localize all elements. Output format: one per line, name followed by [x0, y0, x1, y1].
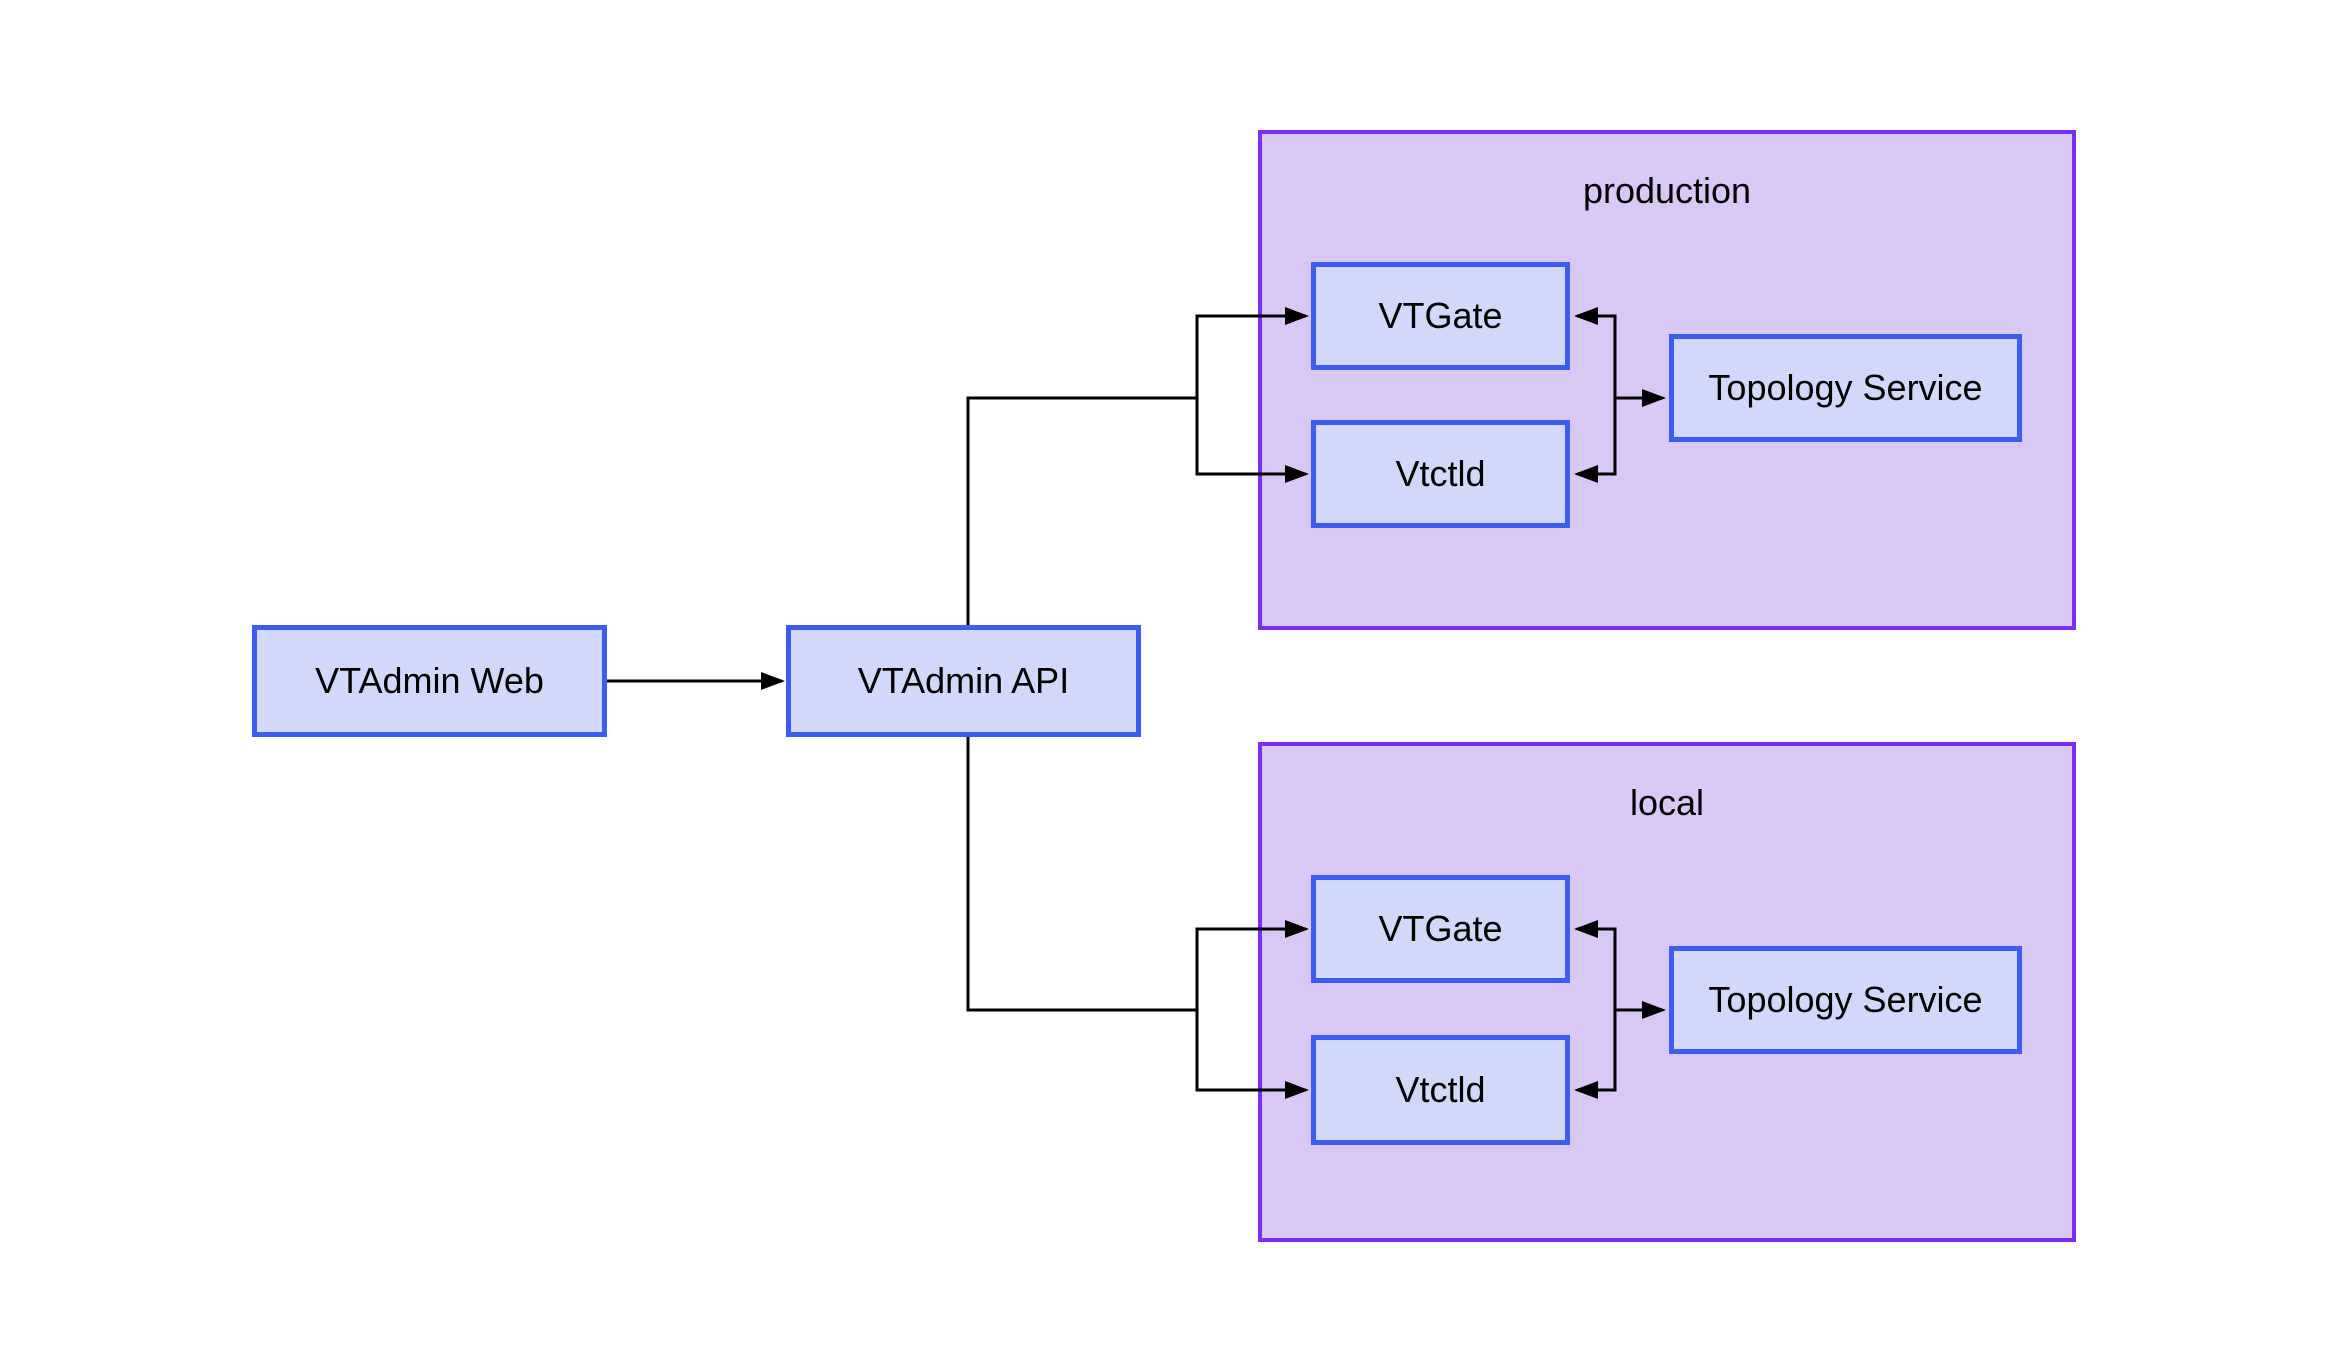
node-production-vtgate: VTGate	[1311, 262, 1570, 370]
node-vtadmin-api: VTAdmin API	[786, 625, 1141, 737]
cluster-local-title: local	[1629, 782, 1705, 823]
node-local-vtgate: VTGate	[1311, 875, 1570, 983]
node-local-topology-service: Topology Service	[1669, 946, 2022, 1054]
node-local-vtctld: Vtctld	[1311, 1035, 1570, 1145]
node-production-vtctld: Vtctld	[1311, 420, 1570, 528]
cluster-production-title: production	[1582, 170, 1752, 211]
edge-api-to-local-trunk	[966, 735, 1199, 1012]
edge-api-to-production-trunk	[966, 396, 1199, 627]
node-production-topology-service: Topology Service	[1669, 334, 2022, 442]
node-vtadmin-web: VTAdmin Web	[252, 625, 607, 737]
